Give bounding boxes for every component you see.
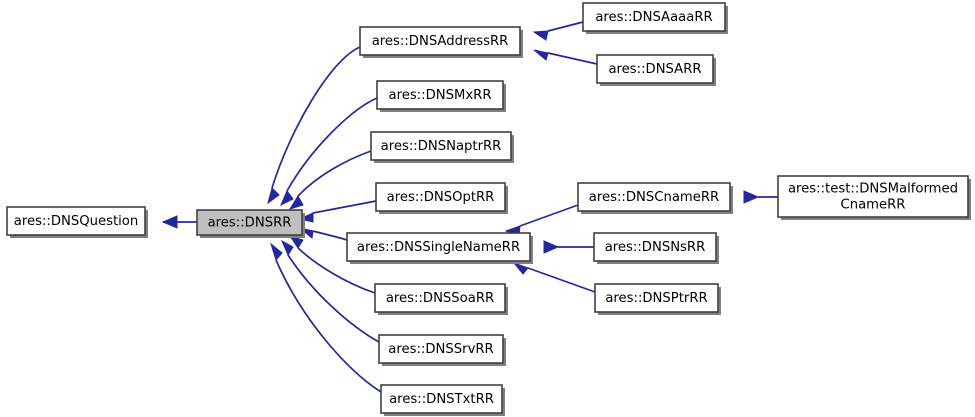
inheritance-edge [288, 150, 372, 210]
class-node-dnstxtrr[interactable]: ares::DNSTxtRR [380, 384, 505, 416]
node-label: ares::DNSARR [608, 62, 701, 77]
node-box[interactable] [380, 384, 503, 414]
node-box[interactable] [596, 54, 714, 84]
arrowhead-icon [288, 195, 304, 210]
inheritance-edge [298, 200, 377, 223]
inheritance-edge [532, 21, 584, 41]
inheritance-edge [512, 261, 596, 293]
node-label: CnameRR [841, 198, 906, 213]
class-node-dnsaddressrr[interactable]: ares::DNSAddressRR [359, 26, 523, 58]
node-box[interactable] [196, 209, 303, 236]
inheritance-edge [299, 227, 348, 241]
node-label: ares::DNSNaptrRR [381, 139, 502, 154]
edge-line [275, 259, 382, 393]
arrowhead-icon [532, 30, 549, 41]
class-node-dnssinglenamerr[interactable]: ares::DNSSingleNameRR [346, 232, 533, 264]
class-node-dnsptrrr[interactable]: ares::DNSPtrRR [594, 283, 721, 315]
class-node-dnsaaaarr[interactable]: ares::DNSAaaaRR [582, 2, 728, 34]
edge-line [287, 254, 380, 343]
class-node-dnsnsrr[interactable]: ares::DNSNsRR [593, 232, 719, 264]
node-label: ares::DNSTxtRR [389, 392, 494, 407]
class-node-dnsnaptrrr[interactable]: ares::DNSNaptrRR [370, 131, 514, 163]
node-label: ares::DNSSrvRR [388, 342, 493, 357]
edges-layer [161, 21, 778, 393]
class-node-dnsarr[interactable]: ares::DNSARR [596, 54, 716, 86]
inheritance-edge [280, 239, 380, 343]
inheritance-edge [504, 204, 579, 237]
inheritance-edge [280, 97, 378, 207]
inheritance-edge [543, 240, 594, 254]
node-label: ares::DNSRR [208, 216, 292, 231]
node-label: ares::DNSPtrRR [605, 291, 707, 306]
node-box[interactable] [594, 283, 719, 313]
class-node-dnsrr[interactable]: ares::DNSRR [196, 209, 305, 238]
edge-line [271, 46, 361, 189]
inheritance-edge [743, 190, 778, 204]
node-box[interactable] [359, 26, 521, 56]
class-node-dnssoarr[interactable]: ares::DNSSoaRR [374, 283, 508, 315]
inheritance-edge [161, 215, 197, 229]
node-label: ares::DNSQuestion [14, 214, 138, 229]
node-label: ares::DNSCnameRR [589, 190, 719, 205]
edge-line [312, 200, 377, 214]
node-box[interactable] [346, 232, 531, 262]
node-box[interactable] [374, 283, 506, 313]
class-node-dnsoptrr[interactable]: ares::DNSOptRR [375, 182, 508, 214]
node-box[interactable] [582, 2, 726, 32]
class-node-dnscnamerr[interactable]: ares::DNSCnameRR [577, 182, 733, 214]
arrowhead-icon [280, 190, 294, 207]
edge-line [297, 150, 372, 197]
inheritance-edge [533, 49, 598, 65]
inheritance-edge [270, 242, 382, 393]
node-label: ares::DNSOptRR [387, 190, 495, 205]
arrowhead-icon [743, 190, 760, 204]
node-label: ares::test::DNSMalformed [788, 182, 958, 197]
node-box[interactable] [777, 175, 969, 218]
arrowhead-icon [161, 215, 178, 229]
arrowhead-icon [543, 240, 560, 254]
node-label: ares::DNSNsRR [605, 240, 706, 255]
inheritance-edge [267, 46, 361, 205]
arrowhead-icon [512, 261, 529, 275]
node-box[interactable] [370, 131, 512, 161]
edge-line [519, 204, 579, 227]
class-node-dnsquestion[interactable]: ares::DNSQuestion [6, 206, 148, 238]
edge-line [547, 52, 598, 65]
class-node-dnssrvrr[interactable]: ares::DNSSrvRR [378, 334, 506, 366]
arrowhead-icon [270, 242, 283, 262]
edge-line [312, 230, 348, 241]
nodes-layer: ares::DNSQuestion ares::DNSRR ares::DNSAdd… [6, 2, 971, 416]
node-label: ares::DNSSoaRR [386, 291, 494, 306]
node-label: ares::DNSSingleNameRR [357, 240, 520, 255]
class-node-dnsmxrr[interactable]: ares::DNSMxRR [376, 80, 506, 112]
edge-line [547, 21, 584, 32]
edge-line [297, 247, 376, 294]
node-box[interactable] [6, 206, 146, 236]
arrowhead-icon [533, 49, 549, 61]
edge-line [527, 267, 596, 293]
node-box[interactable] [376, 80, 504, 110]
edge-line [286, 97, 378, 192]
node-label: ares::DNSAddressRR [372, 34, 509, 49]
node-box[interactable] [375, 182, 506, 212]
node-box[interactable] [577, 182, 731, 212]
node-box[interactable] [593, 232, 717, 262]
node-label: ares::DNSAaaaRR [595, 10, 712, 25]
node-box[interactable] [378, 334, 504, 364]
arrowhead-icon [280, 239, 294, 257]
node-label: ares::DNSMxRR [389, 88, 492, 103]
arrowhead-icon [267, 187, 280, 205]
